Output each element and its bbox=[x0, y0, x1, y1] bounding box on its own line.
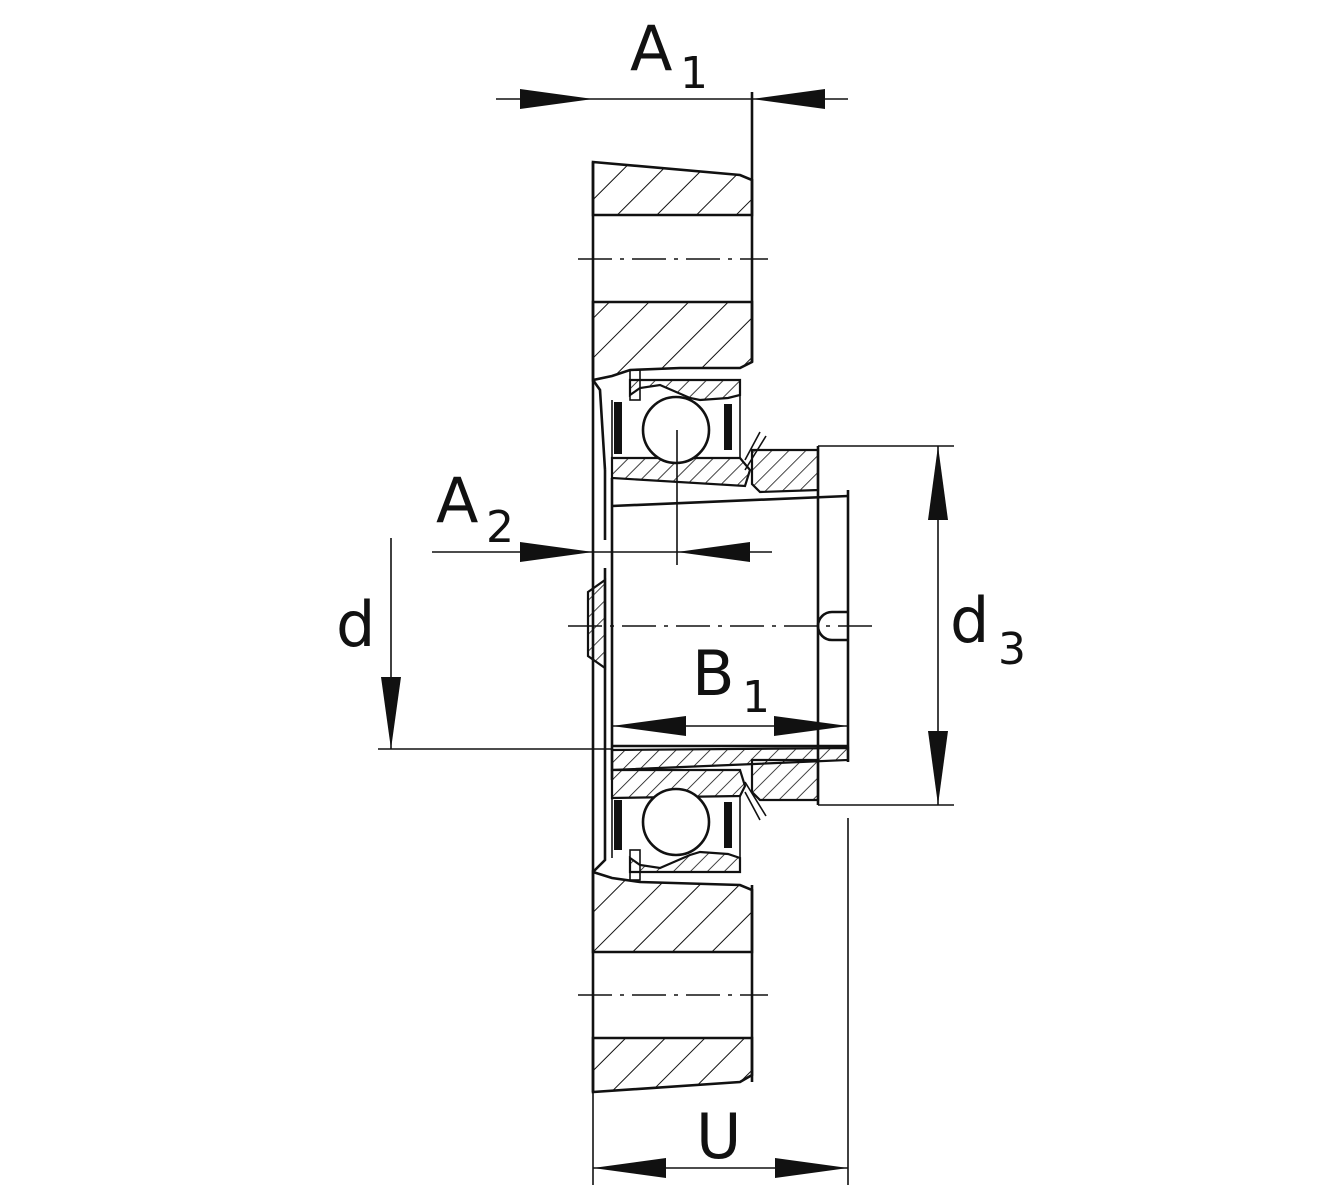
dimension-a2: A 2 bbox=[432, 464, 772, 562]
housing-lower bbox=[591, 780, 754, 1094]
inner-ring-sleeve bbox=[603, 470, 850, 780]
label-d3: d bbox=[950, 584, 989, 657]
label-a2-sub: 2 bbox=[486, 502, 514, 553]
label-d: d bbox=[336, 588, 375, 661]
label-a1-sub: 1 bbox=[680, 48, 708, 99]
housing-upper bbox=[591, 160, 754, 471]
dimension-u: U bbox=[592, 818, 849, 1185]
ball-upper bbox=[641, 395, 711, 465]
dimension-d3: d 3 bbox=[818, 445, 1026, 806]
label-b1: B bbox=[692, 637, 735, 710]
dimension-a1: A 1 bbox=[496, 12, 848, 109]
dimension-b1: B 1 bbox=[612, 637, 848, 736]
grub-screw-slot bbox=[816, 610, 848, 642]
label-a2: A bbox=[436, 464, 478, 537]
bearing-lower bbox=[610, 768, 747, 881]
label-d3-sub: 3 bbox=[998, 624, 1026, 675]
dimension-d: d bbox=[336, 538, 612, 750]
ball-lower bbox=[641, 787, 711, 857]
label-b1-sub: 1 bbox=[742, 672, 770, 723]
bearing-upper bbox=[610, 369, 752, 488]
label-a1: A bbox=[630, 12, 672, 85]
end-seal bbox=[586, 577, 607, 671]
label-u: U bbox=[696, 1100, 741, 1173]
